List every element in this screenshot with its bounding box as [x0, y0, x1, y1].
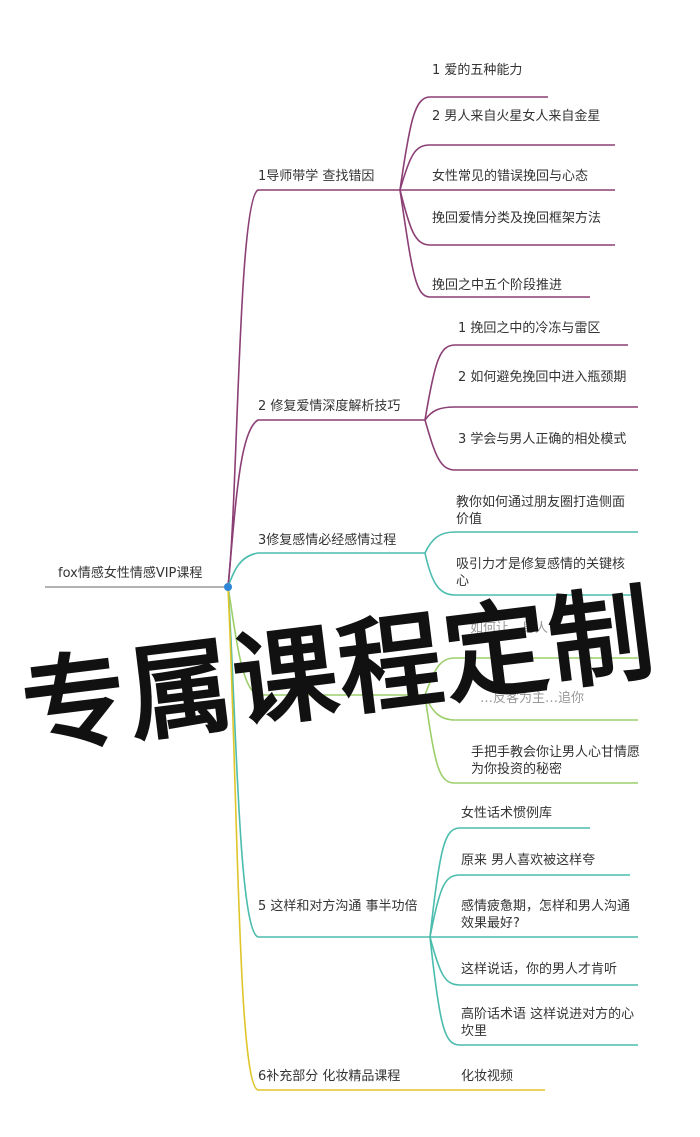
branch-2-child[interactable]: 1 挽回之中的冷冻与雷区 [458, 321, 601, 336]
branch-5-child[interactable]: 高阶话术语 这样说进对方的心坎里 [461, 1007, 635, 1039]
branch-4-child[interactable]: 如何让…男人 [470, 621, 549, 636]
branch-4-child[interactable]: 手把手教会你让男人心甘情愿为你投资的秘密 [471, 745, 641, 777]
branch-1-child[interactable]: 1 爱的五种能力 [432, 63, 523, 78]
branch-6-child[interactable]: 化妆视频 [461, 1069, 514, 1084]
branch-1-child[interactable]: 挽回之中五个阶段推进 [432, 278, 563, 293]
branch-1-child[interactable]: 挽回爱情分类及挽回框架方法 [432, 211, 602, 226]
root-node[interactable]: fox情感女性情感VIP课程 [58, 566, 203, 581]
branch-2[interactable]: 2 修复爱情深度解析技巧 [258, 399, 401, 414]
branch-1[interactable]: 1导师带学 查找错因 [258, 169, 375, 184]
root-node-dot [224, 583, 232, 591]
branch-5-child[interactable]: 女性话术惯例库 [461, 806, 553, 821]
branch-4-child[interactable]: …反客为主…追你 [480, 691, 585, 706]
branch-3[interactable]: 3修复感情必经感情过程 [258, 533, 397, 548]
branch-1-child[interactable]: 2 男人来自火星女人来自金星 [432, 109, 601, 124]
branch-2-child[interactable]: 2 如何避免挽回中进入瓶颈期 [458, 370, 627, 385]
branch-6[interactable]: 6补充部分 化妆精品课程 [258, 1069, 401, 1084]
branch-1-child[interactable]: 女性常见的错误挽回与心态 [432, 169, 589, 184]
branch-5-child[interactable]: 原来 男人喜欢被这样夸 [461, 853, 596, 868]
branch-3-child[interactable]: 教你如何通过朋友圈打造侧面价值 [456, 495, 626, 527]
branch-5-child[interactable]: 这样说话，你的男人才肯听 [461, 962, 618, 977]
branch-5[interactable]: 5 这样和对方沟通 事半功倍 [258, 899, 418, 914]
branch-3-child[interactable]: 吸引力才是修复感情的关键核心 [456, 557, 626, 589]
branch-5-child[interactable]: 感情疲惫期，怎样和男人沟通效果最好? [461, 899, 631, 931]
branch-2-child[interactable]: 3 学会与男人正确的相处模式 [458, 432, 627, 447]
